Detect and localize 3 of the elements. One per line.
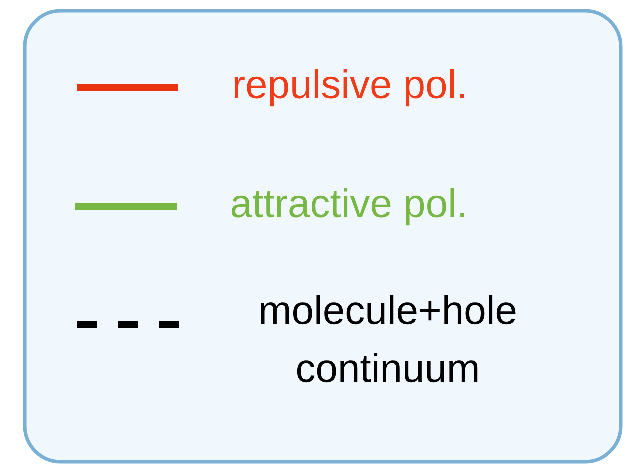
legend-text: attractive pol. — [232, 188, 464, 226]
legend-text: molecule+hole continuum — [261, 295, 516, 383]
legend-text: repulsive pol. — [234, 69, 464, 107]
